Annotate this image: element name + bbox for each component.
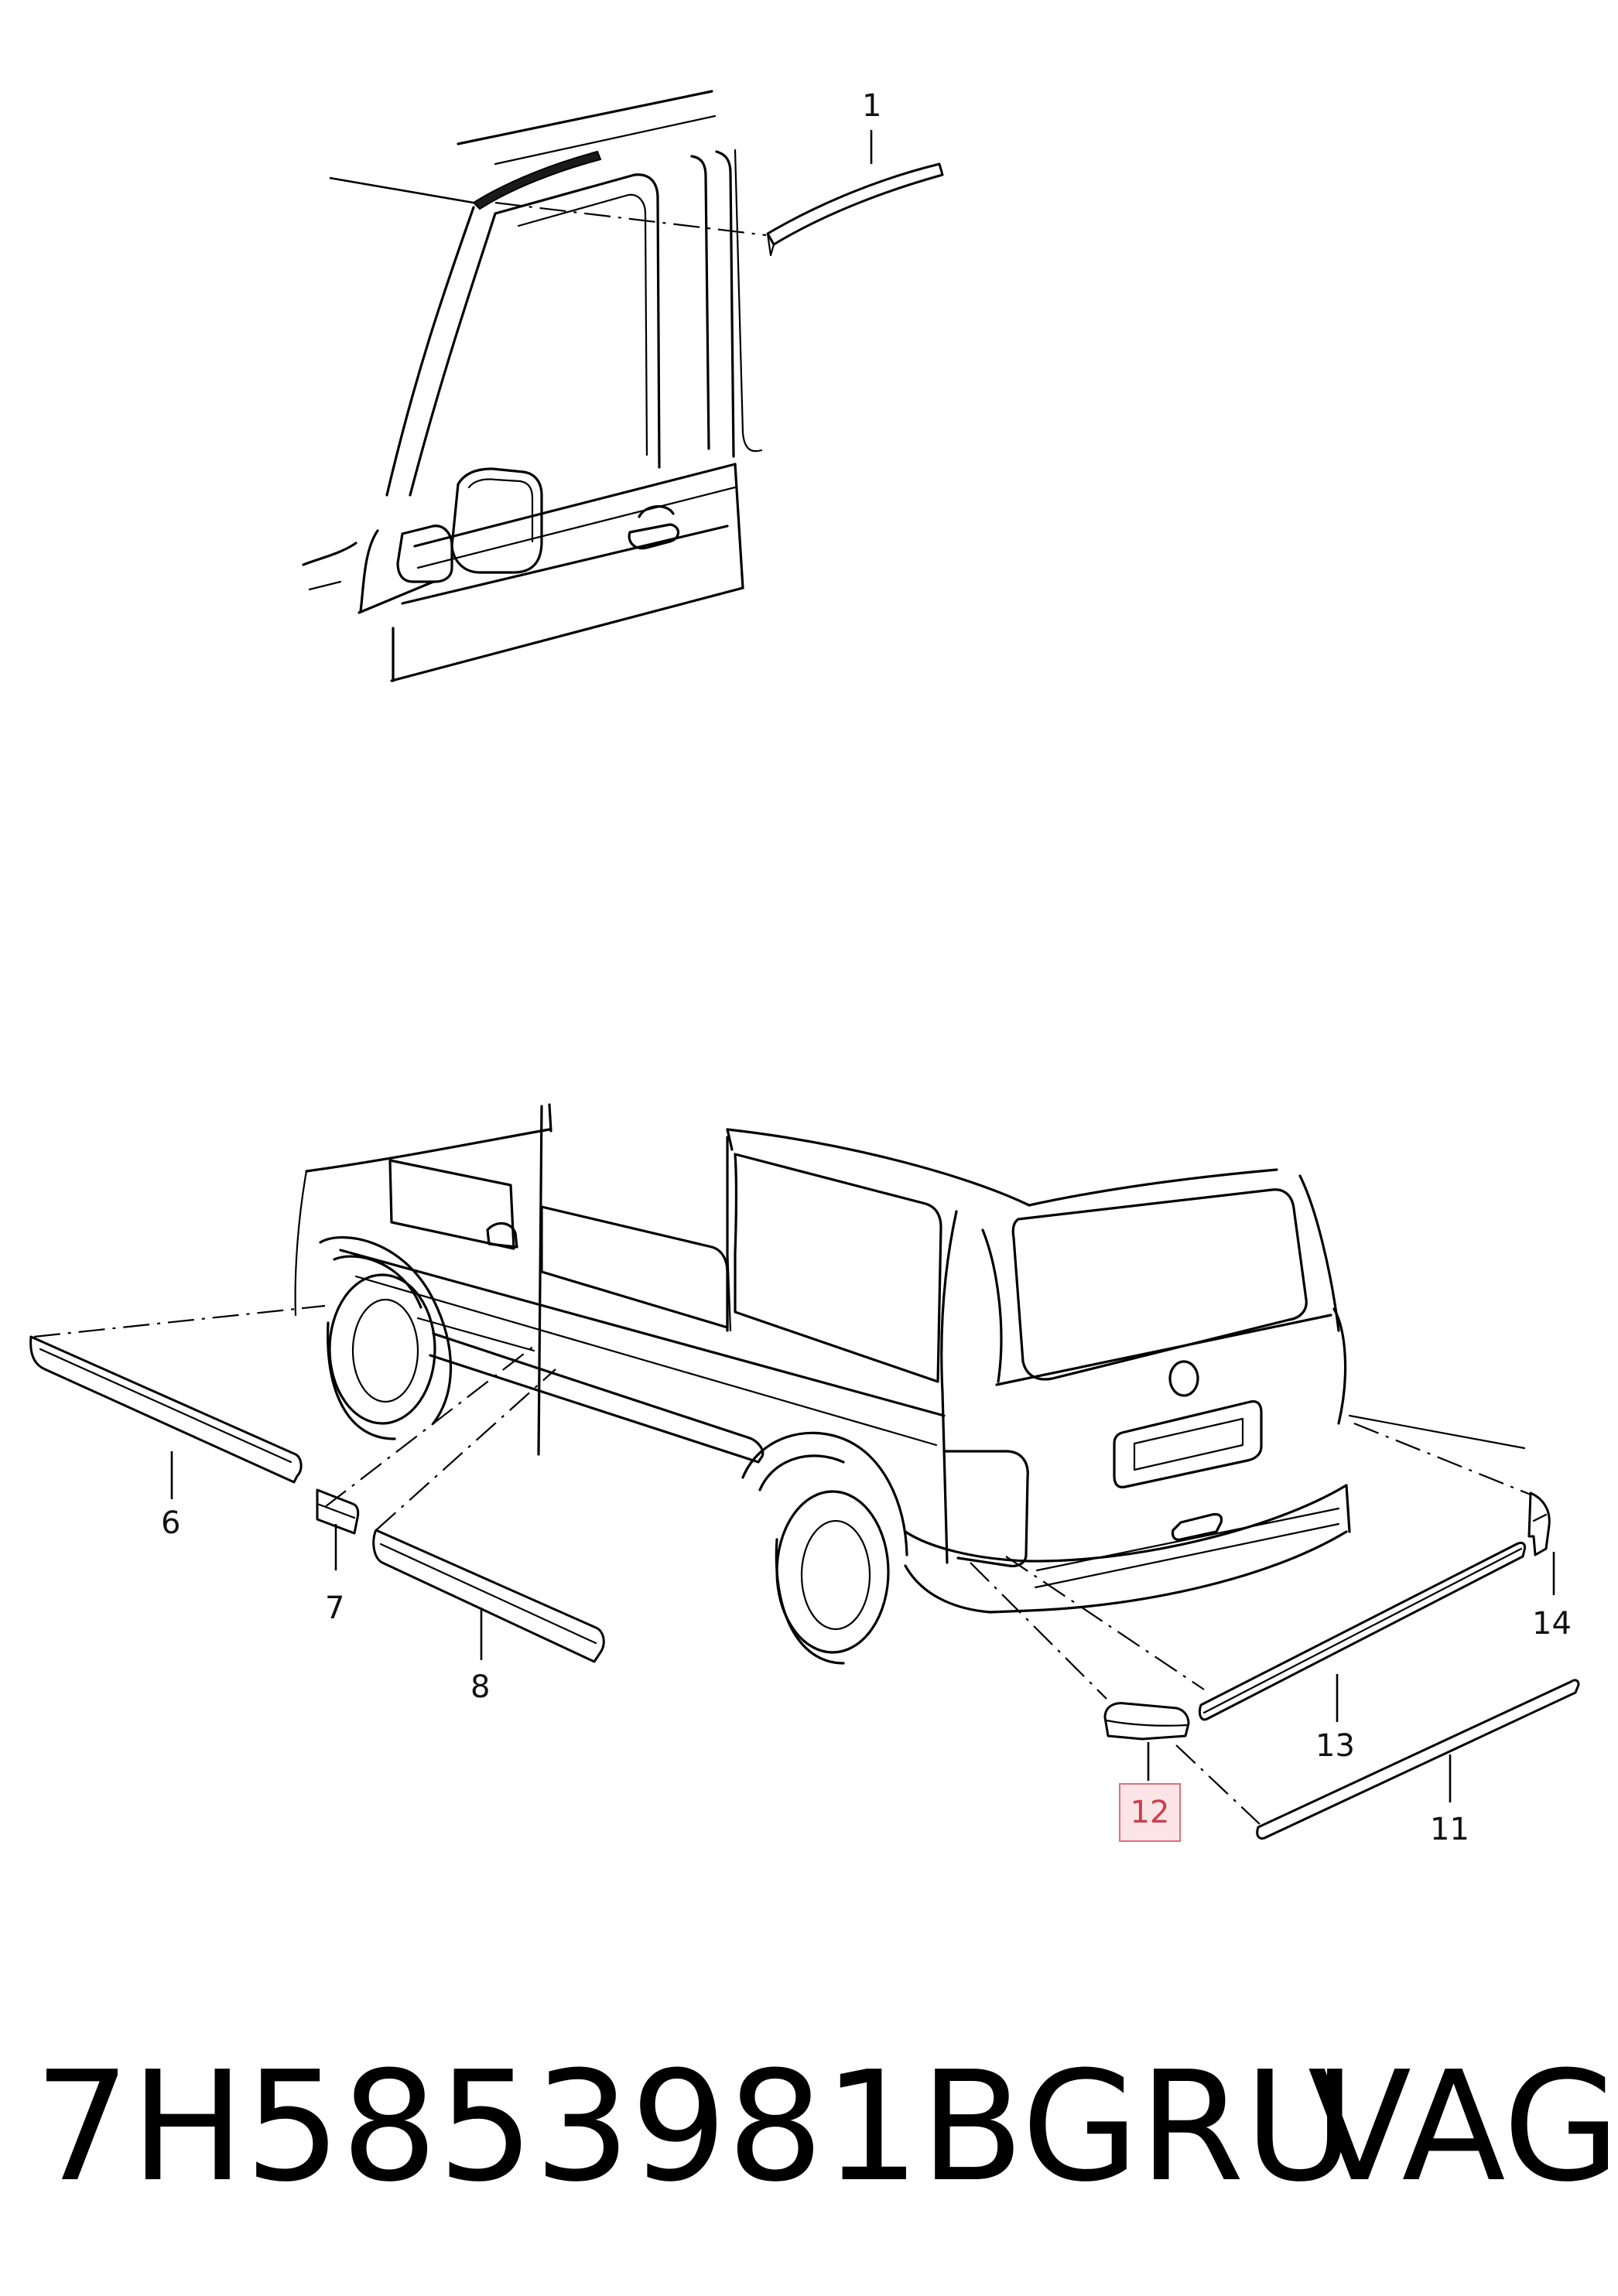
part-6-side-moulding: [29, 1335, 303, 1484]
assembly-line: [494, 201, 767, 237]
callout-6: 6: [161, 1505, 180, 1541]
brand-label: VAG: [1308, 2039, 1618, 2216]
callout-13: 13: [1315, 1728, 1355, 1764]
leader-lines: [170, 1451, 1555, 1802]
part-1-roof-trim: [766, 162, 944, 257]
callout-14: 14: [1532, 1606, 1572, 1642]
rear-van-illustration: [294, 1103, 1526, 1665]
footer: 7H5853981BGRU VAG: [0, 2011, 1618, 2243]
highlighted-callout-box[interactable]: [1119, 1783, 1181, 1842]
part-14-end-cap: [1527, 1491, 1551, 1556]
callout-1: 1: [862, 88, 881, 124]
part-8-side-moulding: [372, 1529, 605, 1663]
part-11-bumper-strip: [1256, 1679, 1580, 1840]
callout-11: 11: [1430, 1812, 1469, 1847]
callout-7: 7: [325, 1590, 344, 1626]
part-number-label: 7H5853981BGRU: [34, 2039, 1356, 2216]
callout-12[interactable]: 12: [1130, 1795, 1170, 1830]
part-12-corner-cap: [1103, 1702, 1190, 1741]
part-13-bumper-top-strip: [1198, 1541, 1526, 1721]
assembly-lines: [33, 1304, 1531, 1825]
front-door-illustration: [302, 90, 763, 682]
part-7-moulding-piece: [316, 1488, 360, 1535]
callout-8: 8: [470, 1669, 490, 1705]
leader-line: [329, 176, 474, 204]
